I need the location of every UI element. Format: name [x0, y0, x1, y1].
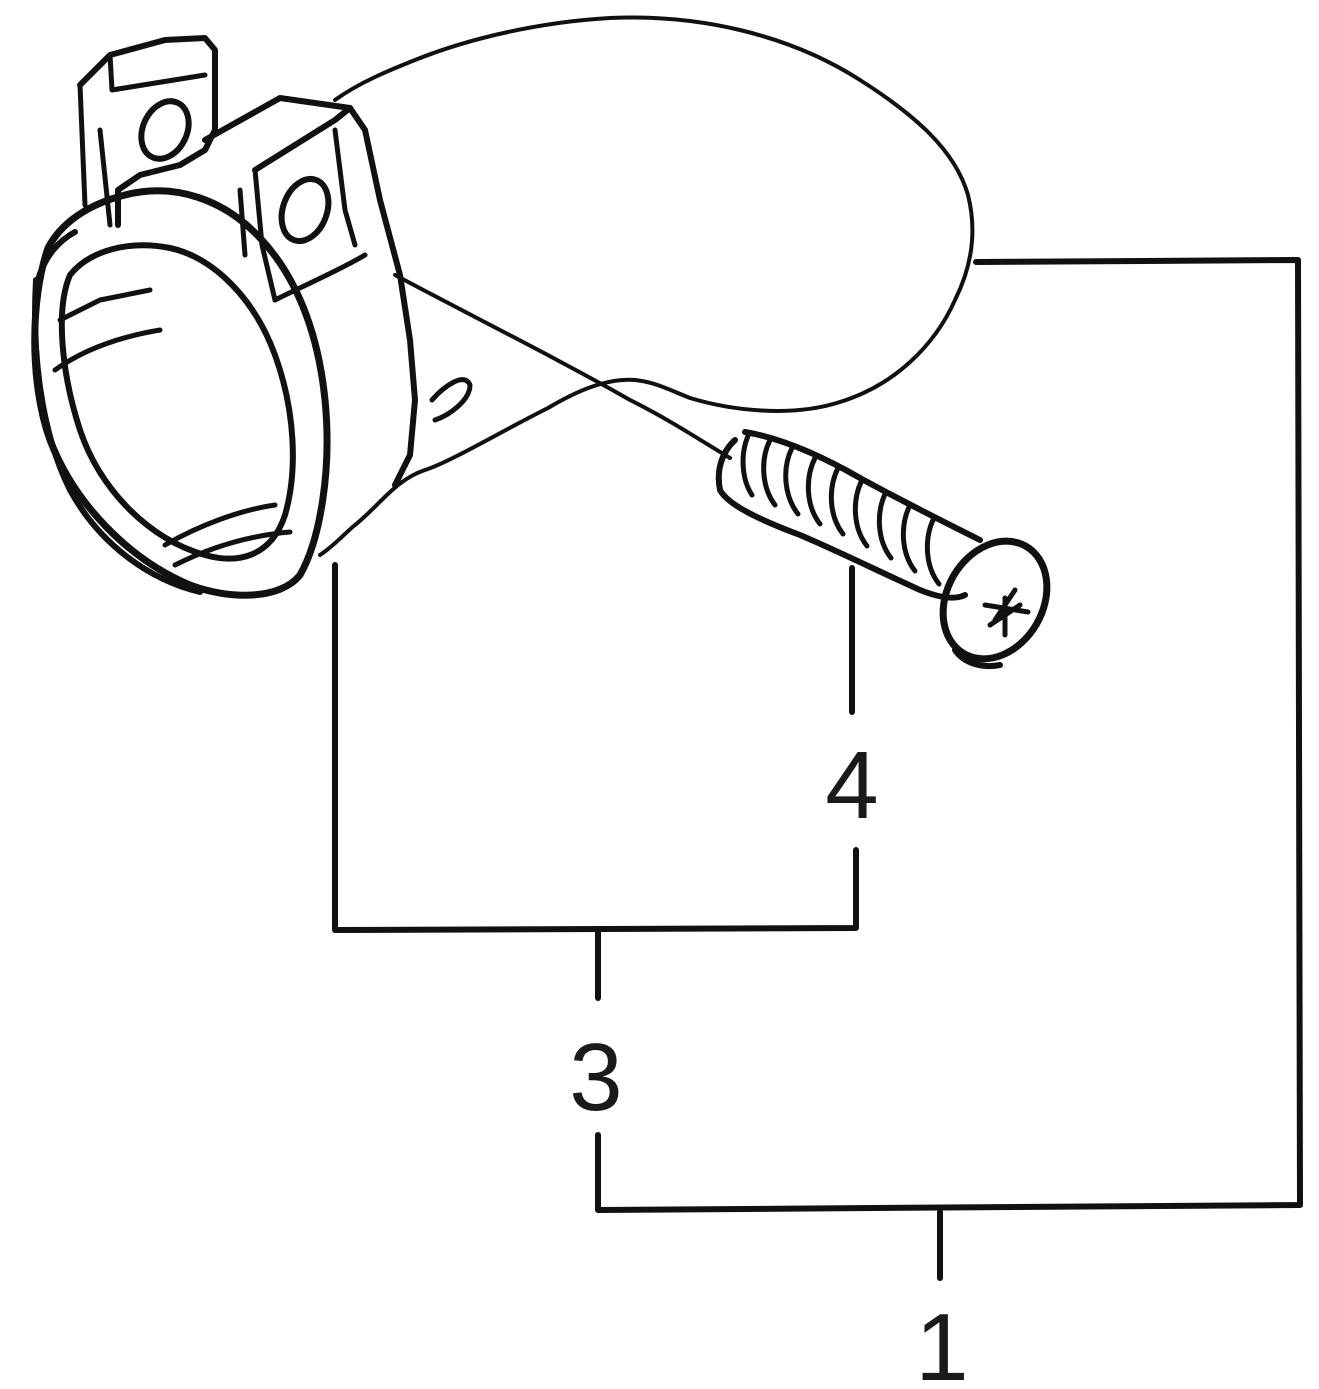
hose-clamp-illustration — [31, 35, 473, 599]
assembly-line — [393, 273, 732, 460]
callout-3: 3 — [569, 1024, 622, 1131]
callout-4: 4 — [825, 732, 878, 839]
bracket-line-1 — [595, 257, 1303, 1213]
screw-illustration — [715, 429, 1051, 670]
bracket-line-3 — [332, 562, 859, 933]
callout-1: 1 — [915, 1294, 968, 1389]
phillips-recess-icon — [982, 587, 1031, 638]
group-bubble-outline — [318, 15, 975, 557]
